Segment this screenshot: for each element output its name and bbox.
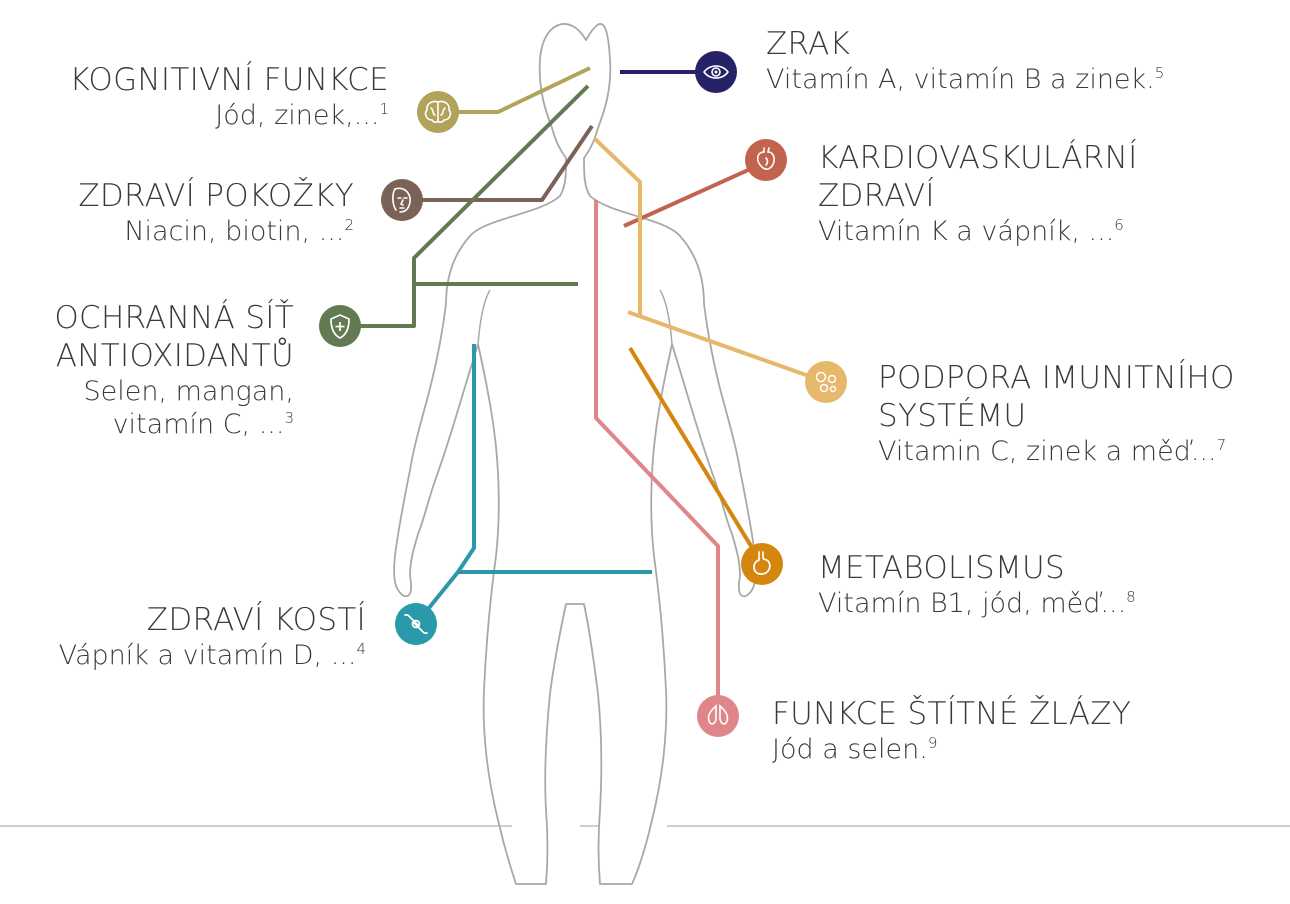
stomach-icon <box>741 543 783 585</box>
bone-connector <box>416 344 652 624</box>
cardio-connector <box>624 162 766 226</box>
metabolism-ref: 8 <box>1126 588 1136 606</box>
shield-plus-icon <box>319 305 361 347</box>
body-armpit-left <box>478 290 490 344</box>
vision-title: ZRAK <box>766 26 1164 64</box>
antioxidant-subtitle-line1: Selen, mangan, <box>54 376 294 409</box>
immune-label: PODPORA IMUNITNÍHO SYSTÉMU Vitamin C, zi… <box>878 360 1235 469</box>
vision-ref: 5 <box>1155 64 1165 82</box>
bone-subtitle: Vápník a vitamín D, ...4 <box>59 640 366 673</box>
thyroid-connector <box>596 200 718 716</box>
skin-ref: 2 <box>344 216 354 234</box>
thyroid-title: FUNKCE ŠTÍTNÉ ŽLÁZY <box>772 696 1131 734</box>
face-icon <box>381 179 423 221</box>
skin-label: ZDRAVÍ POKOŽKY Niacin, biotin, ...2 <box>78 178 354 249</box>
metabolism-label: METABOLISMUS Vitamín B1, jód, měď...8 <box>818 550 1136 621</box>
cardio-ref: 6 <box>1114 216 1124 234</box>
body-armpit-right <box>660 290 672 344</box>
bone-joint-icon <box>395 603 437 645</box>
cells-icon <box>805 361 847 403</box>
cardio-title-line1: KARDIOVASKULÁRNÍ <box>818 140 1138 178</box>
cardio-label: KARDIOVASKULÁRNÍ ZDRAVÍ Vitamín K a vápn… <box>818 140 1138 249</box>
vision-subtitle: Vitamín A, vitamín B a zinek.5 <box>766 64 1164 97</box>
cardio-title-line2: ZDRAVÍ <box>818 178 1138 216</box>
antioxidant-label: OCHRANNÁ SÍŤ ANTIOXIDANTŮ Selen, mangan,… <box>54 300 294 442</box>
immune-ref: 7 <box>1217 436 1227 454</box>
thyroid-label: FUNKCE ŠTÍTNÉ ŽLÁZY Jód a selen.9 <box>772 696 1131 767</box>
cognitive-subtitle: Jód, zinek,...1 <box>69 100 389 133</box>
antioxidant-title-line1: OCHRANNÁ SÍŤ <box>54 300 294 338</box>
vision-label: ZRAK Vitamín A, vitamín B a zinek.5 <box>766 26 1164 97</box>
cognitive-title: KOGNITIVNÍ FUNKCE <box>69 62 389 100</box>
cognitive-label: KOGNITIVNÍ FUNKCE Jód, zinek,...1 <box>69 62 389 133</box>
brain-icon <box>417 91 459 133</box>
heart-icon <box>745 139 787 181</box>
cognitive-ref: 1 <box>379 100 389 118</box>
antioxidant-title-line2: ANTIOXIDANTŮ <box>54 338 294 376</box>
antioxidant-ref: 3 <box>284 409 294 427</box>
skin-title: ZDRAVÍ POKOŽKY <box>78 178 354 216</box>
thyroid-ref: 9 <box>928 734 938 752</box>
bone-title: ZDRAVÍ KOSTÍ <box>59 602 366 640</box>
thyroid-subtitle: Jód a selen.9 <box>772 734 1131 767</box>
immune-subtitle: Vitamin C, zinek a měď...7 <box>878 436 1235 469</box>
immune-title-line2: SYSTÉMU <box>878 398 1235 436</box>
metabolism-subtitle: Vitamín B1, jód, měď...8 <box>818 588 1136 621</box>
immune-title-line1: PODPORA IMUNITNÍHO <box>878 360 1235 398</box>
bone-ref: 4 <box>356 640 366 658</box>
skin-subtitle: Niacin, biotin, ...2 <box>78 216 354 249</box>
cardio-subtitle: Vitamín K a vápník, ...6 <box>818 216 1138 249</box>
antioxidant-subtitle-line2: vitamín C, ...3 <box>54 409 294 442</box>
bone-label: ZDRAVÍ KOSTÍ Vápník a vitamín D, ...4 <box>59 602 366 673</box>
thyroid-icon <box>697 695 739 737</box>
metabolism-connector <box>630 348 762 564</box>
metabolism-title: METABOLISMUS <box>818 550 1136 588</box>
eye-icon <box>695 51 737 93</box>
